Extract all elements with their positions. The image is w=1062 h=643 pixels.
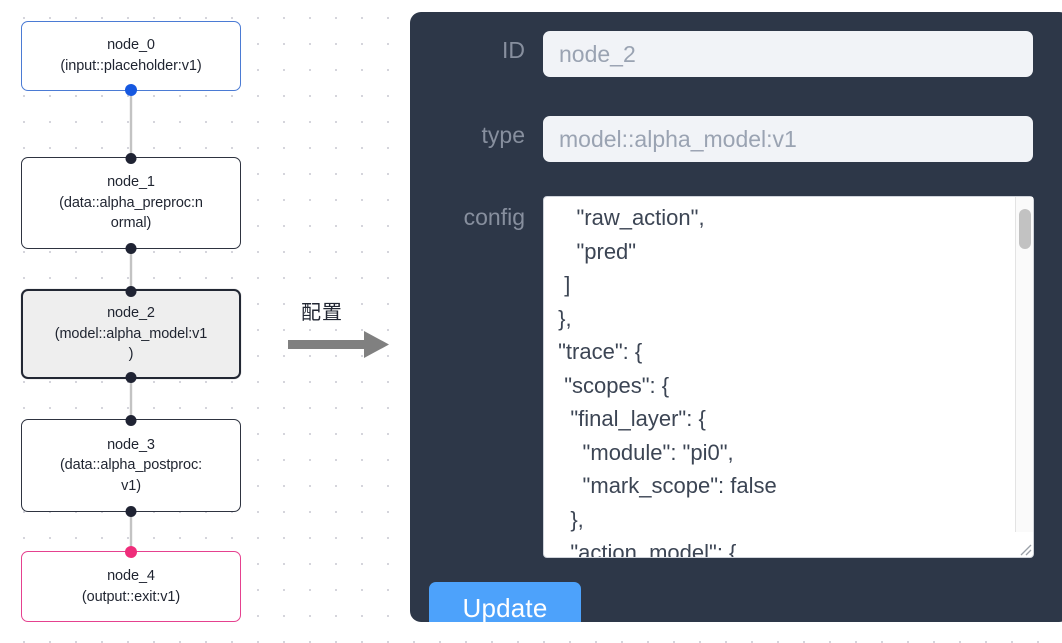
node-port-top[interactable] xyxy=(125,285,137,297)
right-arrow-icon xyxy=(288,331,389,358)
node-subtitle-line1: (data::alpha_preproc:n xyxy=(59,194,203,211)
config-scrollbar-thumb[interactable] xyxy=(1019,209,1031,249)
node-config-panel: ID type config "raw_action", "pred" ] },… xyxy=(410,12,1062,622)
configure-arrow-annotation: 配置 xyxy=(288,296,398,366)
node-title: node_0 xyxy=(107,37,155,54)
graph-node-node_2[interactable]: node_2 (model::alpha_model:v1 ) xyxy=(21,285,241,383)
node-subtitle-line2: ormal) xyxy=(110,215,152,232)
config-textarea[interactable]: "raw_action", "pred" ] }, "trace": { "sc… xyxy=(543,196,1034,558)
graph-node-node_3[interactable]: node_3 (data::alpha_postproc: v1) xyxy=(21,414,241,517)
config-textarea-wrapper: "raw_action", "pred" ] }, "trace": { "sc… xyxy=(543,196,1034,558)
type-label: type xyxy=(481,122,525,148)
config-form-row: config "raw_action", "pred" ] }, "trace"… xyxy=(410,196,1062,558)
id-form-row: ID xyxy=(410,31,1062,77)
type-form-row: type xyxy=(410,116,1062,162)
node-port-top[interactable] xyxy=(125,152,137,164)
node-port-bottom[interactable] xyxy=(125,505,137,517)
node-subtitle-line2: ) xyxy=(128,346,134,363)
node-title: node_2 xyxy=(107,305,155,322)
node-port-bottom[interactable] xyxy=(125,371,137,383)
id-input[interactable] xyxy=(543,31,1033,77)
node-port-top[interactable] xyxy=(125,414,137,426)
node-subtitle-line1: (data::alpha_postproc: xyxy=(59,457,203,474)
config-label: config xyxy=(463,204,525,230)
graph-node-node_4[interactable]: node_4 (output::exit:v1) xyxy=(21,546,241,622)
node-subtitle-line1: (model::alpha_model:v1 xyxy=(54,325,208,342)
node-port-bottom[interactable] xyxy=(125,242,137,254)
node-port-bottom[interactable] xyxy=(125,84,137,96)
config-scrollbar[interactable] xyxy=(1015,197,1033,532)
id-label: ID xyxy=(502,37,525,63)
graph-node-node_1[interactable]: node_1 (data::alpha_preproc:n ormal) xyxy=(21,152,241,254)
node-title: node_3 xyxy=(107,436,155,453)
update-button[interactable]: Update xyxy=(429,582,581,622)
arrow-label: 配置 xyxy=(301,302,343,324)
node-title: node_4 xyxy=(107,567,155,584)
node-subtitle-line2: v1) xyxy=(121,477,141,494)
node-title: node_1 xyxy=(107,174,155,191)
node-subtitle: (input::placeholder:v1) xyxy=(60,58,202,74)
node-subtitle: (output::exit:v1) xyxy=(81,588,181,605)
resize-grip-icon[interactable] xyxy=(1015,539,1032,556)
graph-node-node_0[interactable]: node_0 (input::placeholder:v1) xyxy=(21,21,241,96)
node-port-top[interactable] xyxy=(125,546,137,558)
type-input[interactable] xyxy=(543,116,1033,162)
